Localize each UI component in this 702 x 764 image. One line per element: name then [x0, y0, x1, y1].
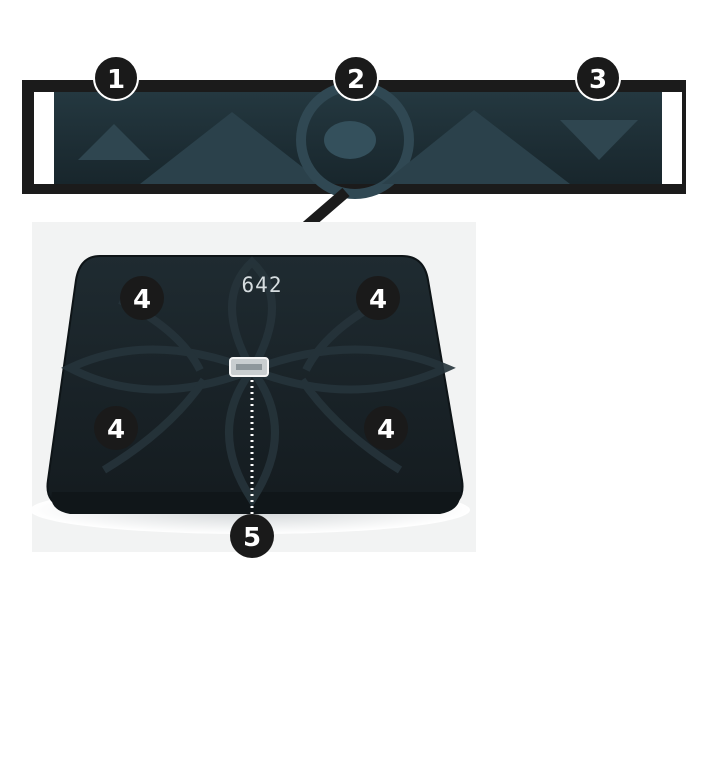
display-zoom-panel: 1 2 3 [22, 56, 686, 194]
callout-1: 1 [94, 56, 138, 100]
panel-right-end [662, 92, 682, 184]
callout-4-label: 4 [133, 285, 151, 315]
callout-4-top-left: 4 [120, 276, 164, 320]
callout-4-top-right: 4 [356, 276, 400, 320]
callout-2: 2 [334, 56, 378, 100]
bathroom-scale: 642 4 4 4 4 5 [30, 222, 476, 558]
callout-5-label: 5 [243, 523, 261, 553]
callout-4-label: 4 [377, 415, 395, 445]
callout-4-label: 4 [369, 285, 387, 315]
callout-4-bottom-right: 4 [364, 406, 408, 450]
callout-2-label: 2 [347, 65, 365, 95]
panel-left-end [34, 92, 54, 184]
callout-4-label: 4 [107, 415, 125, 445]
callout-3-label: 3 [589, 65, 607, 95]
callout-1-label: 1 [107, 65, 125, 95]
callout-3: 3 [576, 56, 620, 100]
callout-5: 5 [230, 514, 274, 558]
scale-display-reading: 642 [242, 273, 283, 297]
callout-4-bottom-left: 4 [94, 406, 138, 450]
